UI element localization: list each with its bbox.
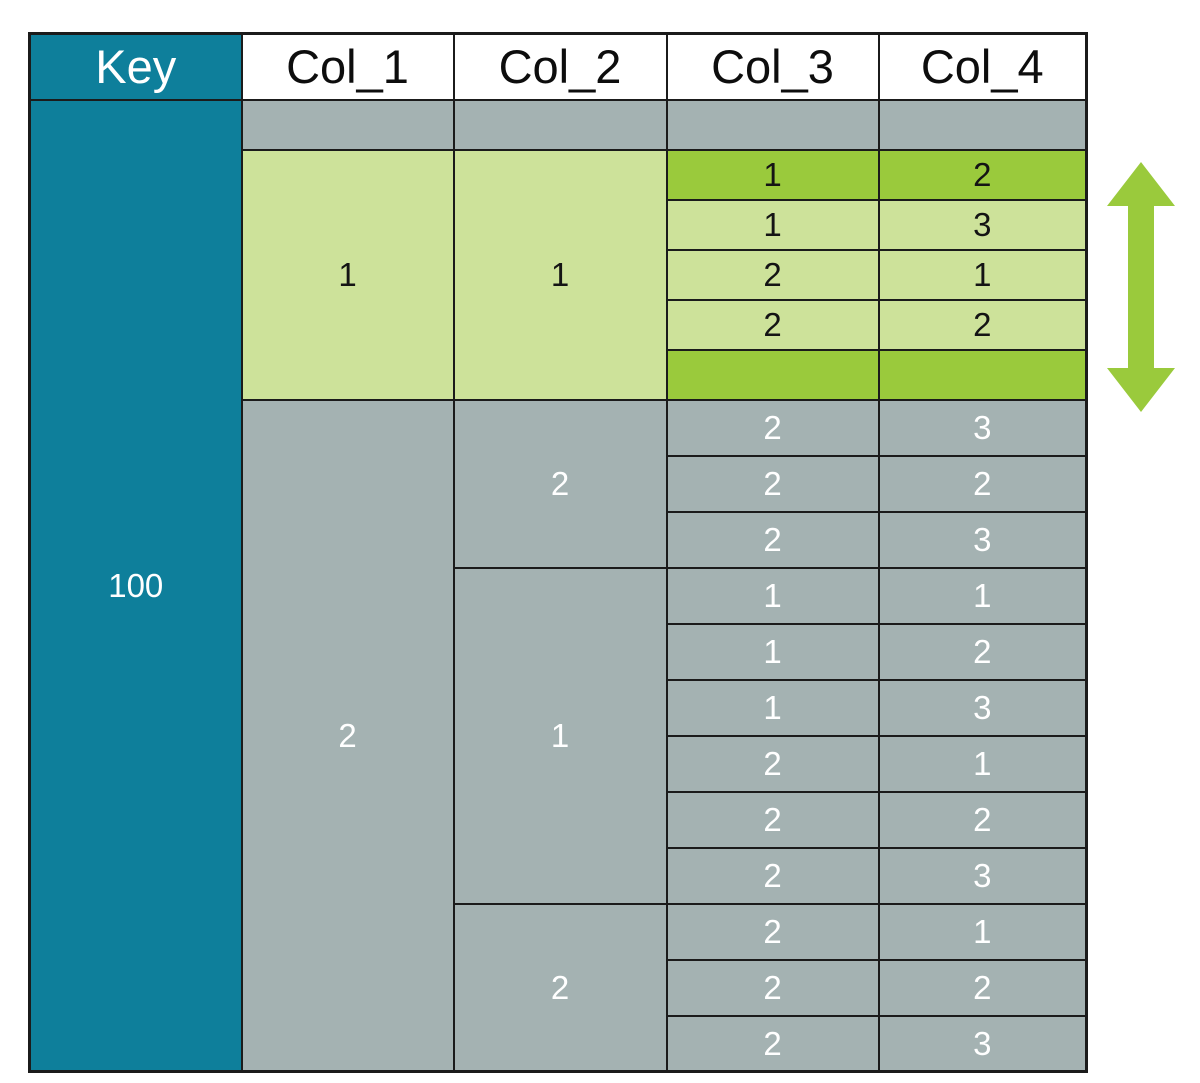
col-4-cell: 3 xyxy=(877,510,1088,569)
col-3-cell: 1 xyxy=(665,678,880,737)
col-3-cell: 2 xyxy=(665,790,880,849)
table-row: 2 2 xyxy=(30,958,1088,1017)
col-4-cell: 3 xyxy=(877,846,1088,905)
col-1-spacer-cell xyxy=(240,98,455,151)
table-body: 100 1 1 1 2 1 3 2 xyxy=(28,98,1088,1073)
table-row: 1 3 xyxy=(30,198,1088,251)
col-3-cell xyxy=(665,348,880,401)
col-4-cell: 2 xyxy=(877,148,1088,201)
table-row: 2 2 xyxy=(30,298,1088,351)
col-3-cell: 2 xyxy=(665,1014,880,1073)
col-2-group-cell: 1 xyxy=(452,566,668,905)
table-header: Key Col_1 Col_2 Col_3 Col_4 xyxy=(28,32,1088,101)
col-4-cell xyxy=(877,98,1088,151)
table-row: 2 1 xyxy=(30,734,1088,793)
table-row: 2 3 xyxy=(30,1014,1088,1073)
table-row: 2 2 xyxy=(30,790,1088,849)
table-row: 1 3 xyxy=(30,678,1088,737)
table-row xyxy=(30,348,1088,401)
header-cell-col-3: Col_3 xyxy=(665,32,880,101)
data-table: Key Col_1 Col_2 Col_3 Col_4 100 xyxy=(28,32,1088,1073)
col-3-cell: 2 xyxy=(665,902,880,961)
col-3-cell: 2 xyxy=(665,734,880,793)
col-1-group-cell: 2 xyxy=(240,398,455,1073)
col-3-cell: 2 xyxy=(665,298,880,351)
table-row: 2 3 xyxy=(30,846,1088,905)
col-4-cell: 2 xyxy=(877,790,1088,849)
col-2-spacer-cell xyxy=(452,98,668,151)
col-4-cell xyxy=(877,348,1088,401)
table-row: 100 xyxy=(28,98,1088,1073)
col-4-cell: 2 xyxy=(877,622,1088,681)
vertical-double-arrow xyxy=(1104,160,1178,414)
col-2-group-cell: 2 xyxy=(452,398,668,569)
col-1-group-cell: 1 xyxy=(240,148,455,401)
table-row: 2 2 2 3 xyxy=(30,398,1088,1073)
col-3-cell: 2 xyxy=(665,846,880,905)
col-3-cell: 2 xyxy=(665,510,880,569)
col-4-cell: 3 xyxy=(877,1014,1088,1073)
col-4-cell: 1 xyxy=(877,248,1088,301)
data-table-wrapper: Key Col_1 Col_2 Col_3 Col_4 100 xyxy=(28,32,1088,1073)
col-4-cell: 3 xyxy=(877,198,1088,251)
col-3-cell xyxy=(665,98,880,151)
table-row: 2 3 xyxy=(30,510,1088,569)
table-row: 2 2 xyxy=(30,454,1088,513)
header-row: Key Col_1 Col_2 Col_3 Col_4 xyxy=(28,32,1088,101)
header-cell-col-4: Col_4 xyxy=(877,32,1088,101)
table-row: 1 1 1 2 xyxy=(30,148,1088,401)
col-4-cell: 3 xyxy=(877,678,1088,737)
col-3-cell: 2 xyxy=(665,248,880,301)
col-3-cell: 2 xyxy=(665,958,880,1017)
header-cell-col-1: Col_1 xyxy=(240,32,455,101)
header-cell-col-2: Col_2 xyxy=(452,32,668,101)
col-3-cell: 1 xyxy=(665,622,880,681)
col-3-cell: 1 xyxy=(665,566,880,625)
col-4-cell: 2 xyxy=(877,298,1088,351)
col-4-cell: 2 xyxy=(877,958,1088,1017)
table-row: 2 1 xyxy=(30,248,1088,301)
col-4-cell: 1 xyxy=(877,734,1088,793)
col-2-group-cell: 2 xyxy=(452,902,668,1073)
table-row: 1 1 1 xyxy=(30,566,1088,905)
col-3-cell: 2 xyxy=(665,454,880,513)
col-3-cell: 2 xyxy=(665,398,880,457)
col-4-cell: 3 xyxy=(877,398,1088,457)
col-4-cell: 2 xyxy=(877,454,1088,513)
col-4-cell: 1 xyxy=(877,566,1088,625)
col-3-cell: 1 xyxy=(665,148,880,201)
col-4-cell: 1 xyxy=(877,902,1088,961)
key-cell: 100 xyxy=(28,98,243,1073)
table-row: 2 2 1 xyxy=(30,902,1088,1073)
table-row: 1 2 xyxy=(30,622,1088,681)
col-3-cell: 1 xyxy=(665,198,880,251)
header-cell-key: Key xyxy=(28,32,243,101)
col-2-group-cell: 1 xyxy=(452,148,668,401)
